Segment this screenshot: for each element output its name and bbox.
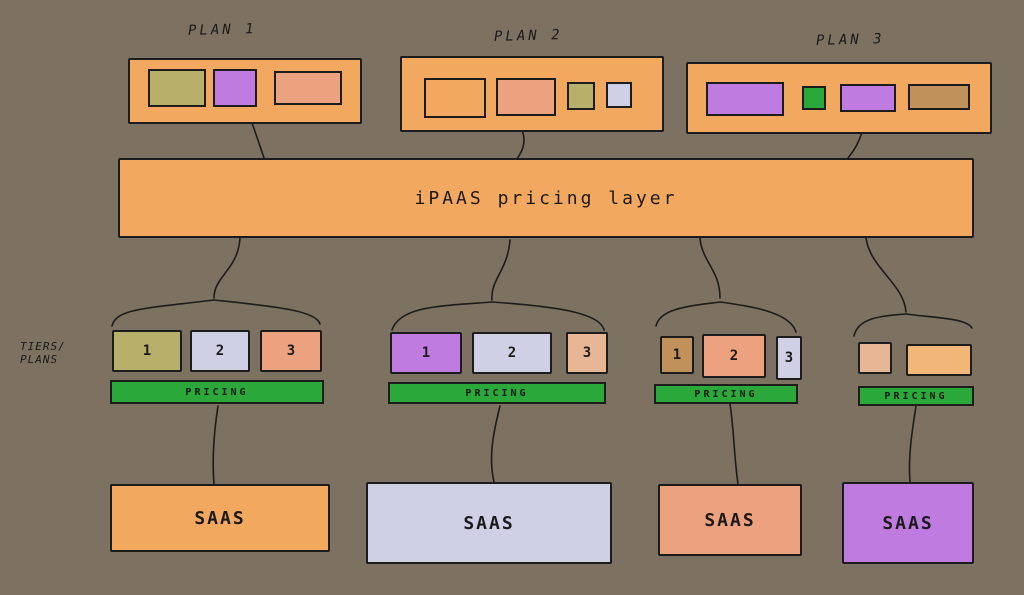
plan-1-chip xyxy=(274,71,342,105)
plan-1-chip xyxy=(213,69,257,107)
plan-2-chip xyxy=(424,78,486,118)
group-3-saas: SAAS xyxy=(658,484,802,556)
plan-3-chip xyxy=(802,86,826,110)
plan-2-chip xyxy=(567,82,595,110)
plan-2-chip xyxy=(496,78,556,116)
plan-3-box xyxy=(686,62,992,134)
group-4-saas: SAAS xyxy=(842,482,974,564)
group-2-tier-2: 2 xyxy=(472,332,552,374)
plan-3-label: PLAN 3 xyxy=(815,31,885,49)
ipaas-pricing-layer: iPAAS pricing layer xyxy=(118,158,974,238)
group-2-pricing: PRICING xyxy=(388,382,606,404)
plan-2-chip xyxy=(606,82,632,108)
group-1-tier-1: 1 xyxy=(112,330,182,372)
plan-3-chip xyxy=(908,84,970,110)
plan-1-label: PLAN 1 xyxy=(187,21,257,39)
plan-1-chip xyxy=(148,69,206,107)
plan-2-label: PLAN 2 xyxy=(493,27,563,45)
group-3-pricing: PRICING xyxy=(654,384,798,404)
plan-3-chip xyxy=(706,82,784,116)
plan-2-box xyxy=(400,56,664,132)
group-4-tier-1 xyxy=(858,342,892,374)
plan-3-chip xyxy=(840,84,896,112)
group-1-tier-3: 3 xyxy=(260,330,322,372)
group-4-pricing: PRICING xyxy=(858,386,974,406)
group-1-saas: SAAS xyxy=(110,484,330,552)
tiers-plans-label: TIERS/ PLANS xyxy=(20,340,66,366)
group-3-tier-2: 2 xyxy=(702,334,766,378)
group-4-tier-2 xyxy=(906,344,972,376)
group-2-tier-3: 3 xyxy=(566,332,608,374)
group-2-tier-1: 1 xyxy=(390,332,462,374)
ipaas-pricing-layer-label: iPAAS pricing layer xyxy=(414,187,678,209)
group-1-tier-2: 2 xyxy=(190,330,250,372)
group-3-tier-1: 1 xyxy=(660,336,694,374)
group-1-pricing: PRICING xyxy=(110,380,324,404)
group-2-saas: SAAS xyxy=(366,482,612,564)
group-3-tier-3: 3 xyxy=(776,336,802,380)
plan-1-box xyxy=(128,58,362,124)
